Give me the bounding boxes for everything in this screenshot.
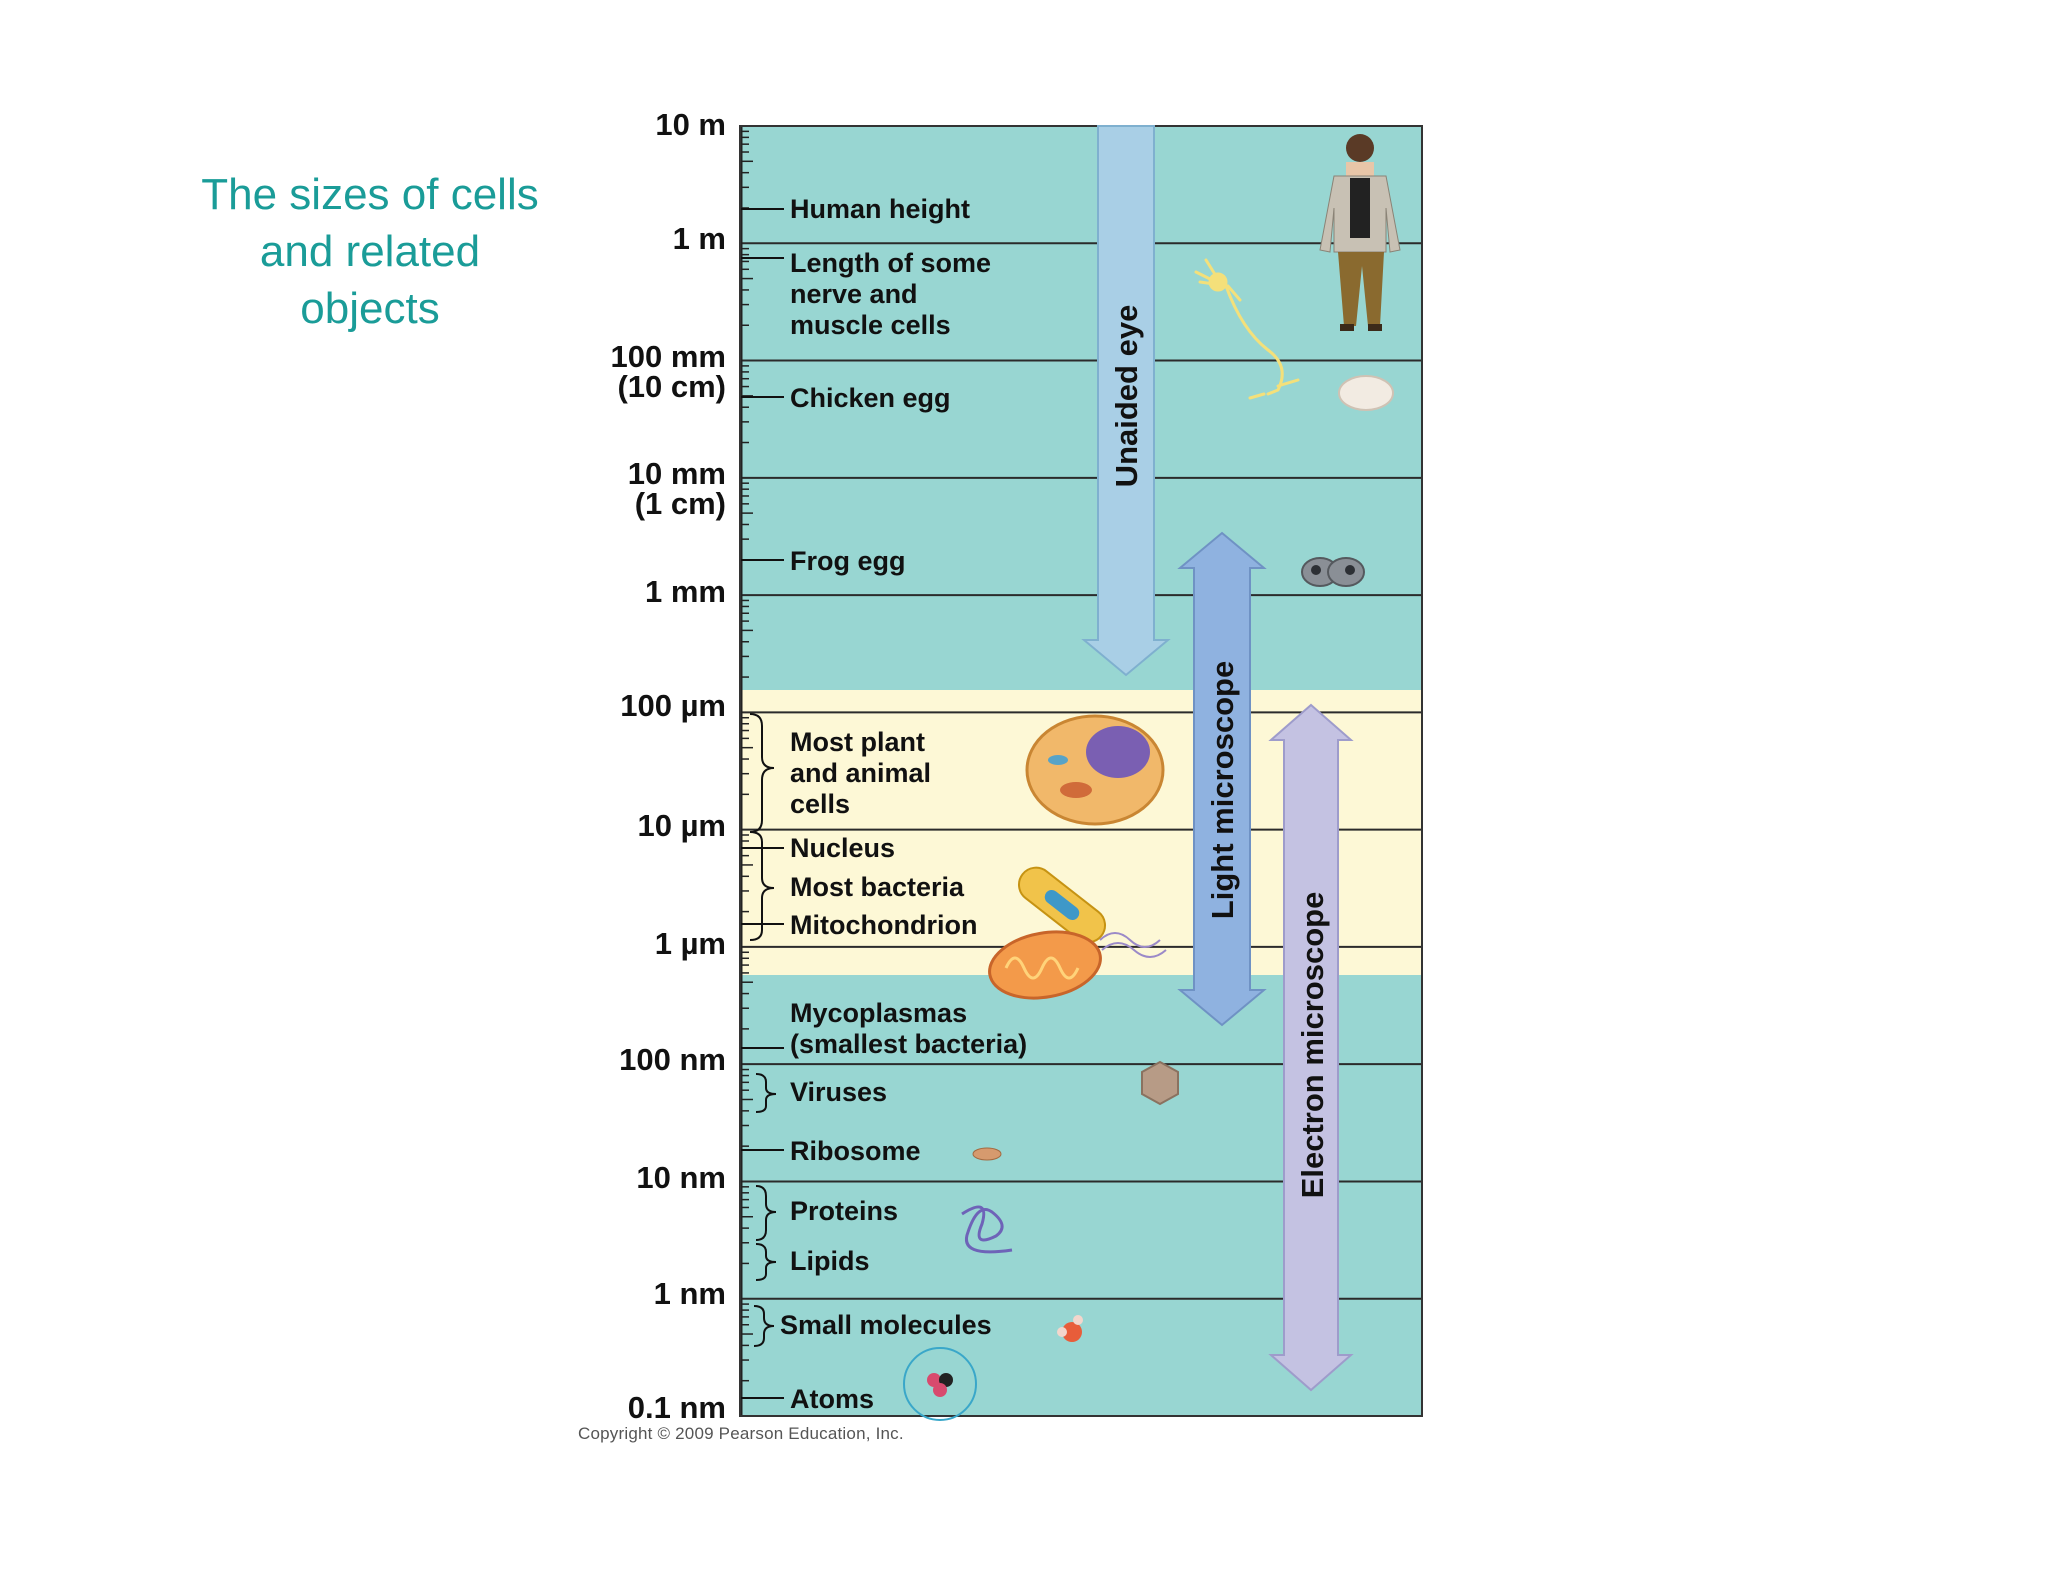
- item-label-mycoplasmas: (smallest bacteria): [790, 1029, 1027, 1059]
- small-molecule-icon: [1057, 1315, 1083, 1342]
- copyright-notice: Copyright © 2009 Pearson Education, Inc.: [578, 1424, 904, 1443]
- unaided-eye-label: Unaided eye: [1109, 305, 1144, 488]
- unaided-eye-arrow: Unaided eye: [1081, 125, 1171, 677]
- title-line-1: The sizes of cells: [201, 170, 539, 219]
- scale-label: 0.1 nm: [628, 1390, 726, 1425]
- scale-label: 100 µm: [620, 688, 726, 723]
- item-label-atoms: Atoms: [790, 1384, 874, 1414]
- scale-label: 1 µm: [655, 926, 726, 961]
- electron-microscope-arrow: Electron microscope: [1268, 703, 1354, 1392]
- item-label-nerve-muscle-cells: Length of some: [790, 248, 991, 278]
- item-label-plant-animal-cells: Most plant: [790, 727, 925, 757]
- panel-border: [739, 125, 1423, 1417]
- scale-label: 10 m: [655, 107, 726, 142]
- scale-label-sub: (10 cm): [617, 369, 726, 404]
- frog-egg-icon: [1301, 557, 1365, 587]
- scale-label: 10 mm: [628, 456, 726, 491]
- title-line-2: and related: [259, 227, 481, 276]
- mitochondrion-icon: [988, 930, 1102, 1000]
- scale-label: 1 mm: [645, 574, 726, 609]
- item-label-viruses: Viruses: [790, 1077, 887, 1107]
- bracket-small-molecules: [753, 1305, 775, 1347]
- scale-label: 10 nm: [636, 1160, 726, 1195]
- item-label-plant-animal-cells: and animal: [790, 758, 931, 788]
- item-label-proteins: Proteins: [790, 1196, 898, 1226]
- light-microscope-arrow: Light microscope: [1177, 531, 1267, 1027]
- virus-icon: [1141, 1060, 1179, 1106]
- item-label-nerve-muscle-cells: muscle cells: [790, 310, 951, 340]
- item-label-chicken-egg: Chicken egg: [790, 383, 951, 413]
- item-label-lipids: Lipids: [790, 1246, 870, 1276]
- slide-title: The sizes of cells and related objects: [170, 166, 570, 337]
- bracket-cells: [749, 713, 775, 833]
- scale-label: 1 m: [673, 221, 726, 256]
- item-leaders: [741, 208, 784, 1399]
- bracket-lipids: [755, 1243, 777, 1281]
- title-line-3: objects: [300, 284, 440, 333]
- chicken-egg-icon: [1338, 375, 1394, 411]
- scale-label-sub: (1 cm): [635, 486, 726, 521]
- scale-label: 10 µm: [637, 808, 726, 843]
- animal-cell-icon: [1025, 714, 1165, 826]
- item-label-mitochondrion: Mitochondrion: [790, 910, 977, 940]
- item-label-most-bacteria: Most bacteria: [790, 872, 965, 902]
- item-label-frog-egg: Frog egg: [790, 546, 906, 576]
- scale-label: 100 mm: [611, 339, 726, 374]
- nerve-cell-icon: [1194, 258, 1300, 400]
- item-label-human-height: Human height: [790, 194, 970, 224]
- bracket-proteins: [755, 1185, 777, 1241]
- item-label-small-molecules: Small molecules: [780, 1310, 992, 1340]
- item-label-mycoplasmas: Mycoplasmas: [790, 998, 967, 1028]
- human-icon: [1319, 134, 1401, 331]
- item-label-ribosome: Ribosome: [790, 1136, 921, 1166]
- scale-label: 1 nm: [654, 1276, 726, 1311]
- scale-label: 100 nm: [619, 1042, 726, 1077]
- ribosome-icon: [972, 1147, 1002, 1161]
- electron-microscope-label: Electron microscope: [1295, 892, 1330, 1199]
- item-label-plant-animal-cells: cells: [790, 789, 850, 819]
- bacterium-icon: [1017, 866, 1167, 958]
- bracket-bacteria: [749, 831, 775, 941]
- protein-icon: [961, 1205, 1013, 1254]
- item-label-nerve-muscle-cells: nerve and: [790, 279, 918, 309]
- light-microscope-label: Light microscope: [1205, 661, 1240, 919]
- atom-icon: [903, 1347, 977, 1421]
- item-label-nucleus: Nucleus: [790, 833, 895, 863]
- bracket-viruses: [755, 1073, 777, 1113]
